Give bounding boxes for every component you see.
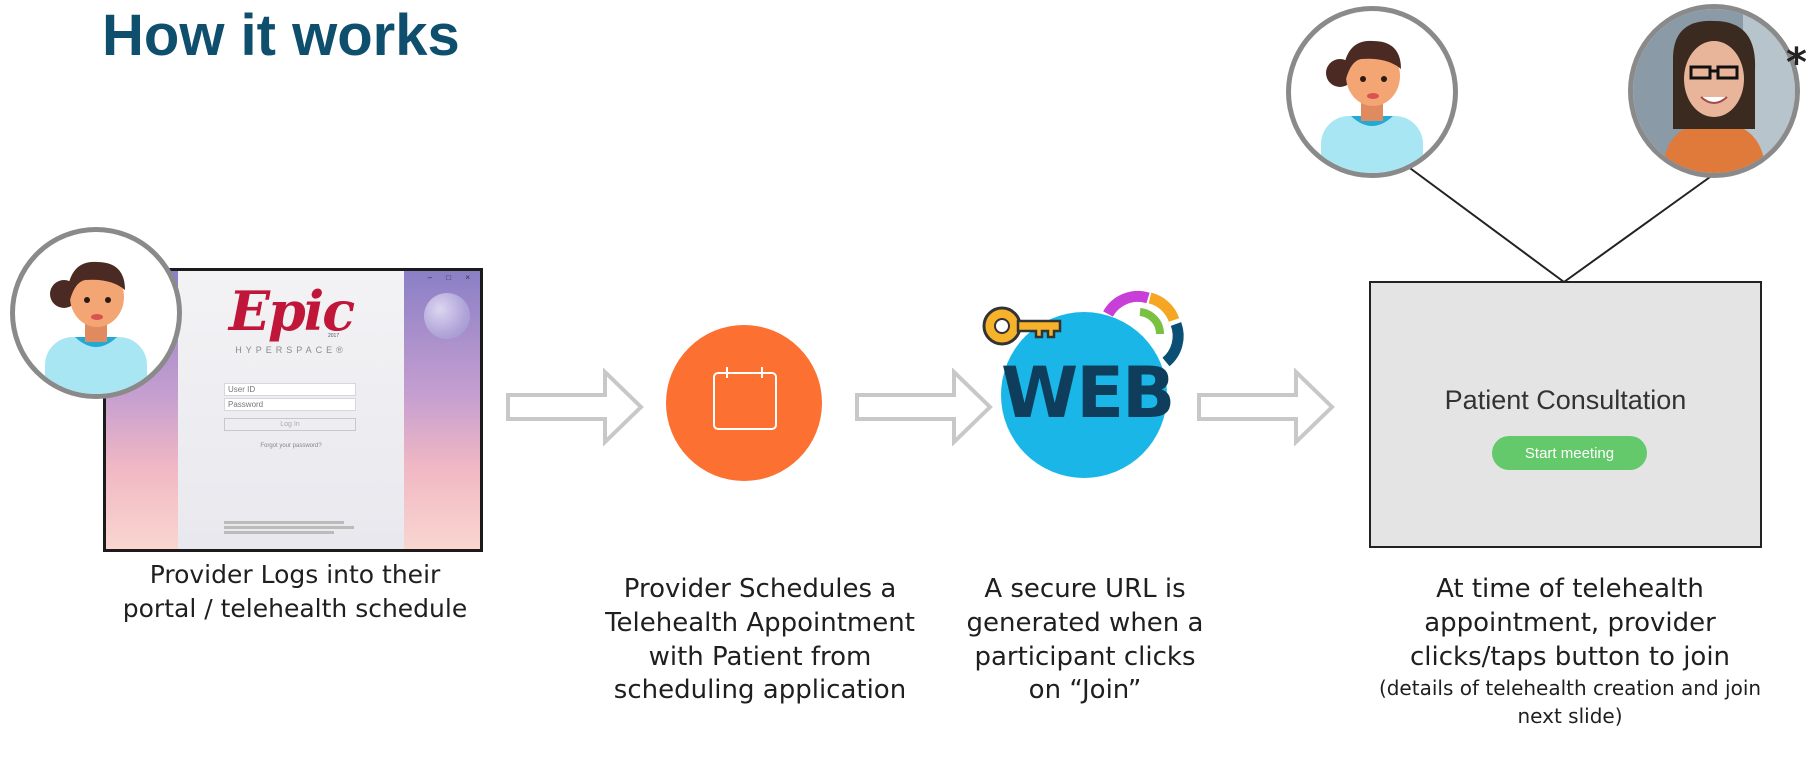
step-2-caption: Provider Schedules a Telehealth Appointm… <box>605 574 915 706</box>
arrow-right-icon <box>855 368 993 446</box>
step-4-subcaption: (details of telehealth creation and join… <box>1378 676 1762 729</box>
web-badge-text: WEB <box>1001 352 1175 434</box>
consultation-title: Patient Consultation <box>1444 385 1687 415</box>
step-4-caption-main: At time of telehealth appointment, provi… <box>1409 574 1731 672</box>
consultation-screen: Patient Consultation Start meeting <box>1369 281 1762 548</box>
provider-avatar-top <box>1286 6 1458 178</box>
provider-avatar-icon <box>45 261 147 394</box>
page-title: How it works <box>102 3 460 68</box>
moon-decoration <box>424 293 470 339</box>
arrow-right-icon <box>506 368 644 446</box>
web-circle: WEB <box>1001 312 1175 478</box>
epic-year: 2017 <box>328 333 340 339</box>
calendar-icon <box>713 367 777 430</box>
epic-login-screenshot: – □ × Epic 2017 HYPERSPACE® User ID Pass… <box>103 268 483 552</box>
epic-login-panel: Epic 2017 HYPERSPACE® User ID Password L… <box>178 271 404 549</box>
window-controls[interactable]: – □ × <box>427 273 476 282</box>
patient-photo-icon <box>1633 9 1795 173</box>
login-button[interactable]: Log In <box>224 418 356 431</box>
step-1-caption: Provider Logs into their portal / telehe… <box>122 560 468 623</box>
forgot-password-link[interactable]: Forgot your password? <box>260 443 322 449</box>
epic-logo: Epic <box>228 279 355 343</box>
epic-product-name: HYPERSPACE® <box>235 345 347 355</box>
webex-ring-icon <box>1103 290 1184 367</box>
user-id-field[interactable]: User ID <box>224 383 356 396</box>
start-meeting-button[interactable]: Start meeting <box>1492 436 1647 470</box>
calendar-circle <box>666 325 822 481</box>
connector-lines <box>1398 159 1718 283</box>
step-4-caption: At time of telehealth appointment, provi… <box>1370 573 1770 730</box>
provider-avatar <box>10 227 182 399</box>
asterisk-marker: * <box>1786 40 1807 86</box>
step-3-caption: A secure URL is generated when a partici… <box>966 574 1204 706</box>
password-field[interactable]: Password <box>224 398 356 411</box>
epic-footer-text <box>224 521 364 534</box>
key-icon <box>982 306 1062 346</box>
arrow-right-icon <box>1197 368 1335 446</box>
provider-avatar-icon <box>1321 40 1423 173</box>
patient-avatar <box>1628 4 1800 178</box>
